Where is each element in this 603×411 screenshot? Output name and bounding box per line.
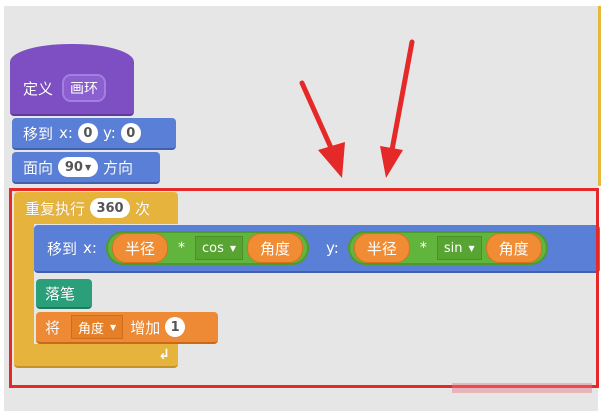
- repeat-block-bottom: ↲: [14, 344, 178, 368]
- chevron-down-icon: ▼: [468, 243, 475, 253]
- goto-xy-block[interactable]: 移到 x: 0 y: 0: [12, 118, 176, 150]
- point-label: 面向: [23, 158, 54, 177]
- variable-name: 角度: [78, 321, 105, 337]
- x-label: x:: [59, 124, 73, 142]
- pen-down-label: 落笔: [45, 284, 76, 303]
- multiply-sign: *: [419, 240, 427, 256]
- point-direction-block[interactable]: 面向 90▼ 方向: [12, 152, 160, 184]
- arrow-icon: [299, 80, 345, 178]
- pen-down-block[interactable]: 落笔: [36, 279, 92, 309]
- x-multiply-operator[interactable]: 半径 * cos ▼ 角度: [105, 231, 310, 265]
- x-label: x:: [83, 239, 97, 257]
- change-by-label: 增加: [130, 318, 161, 337]
- loop-arrow-icon: ↲: [158, 347, 170, 363]
- variable-dropdown[interactable]: 角度 ▼: [71, 315, 124, 339]
- multiply-sign: *: [177, 240, 185, 256]
- repeat-suffix: 次: [135, 199, 151, 218]
- change-amount-input[interactable]: 1: [165, 317, 186, 337]
- function-name: sin: [443, 240, 463, 256]
- y-label: y:: [326, 239, 339, 257]
- goto-label: 移到: [23, 124, 54, 143]
- angle-variable[interactable]: 角度: [247, 233, 304, 263]
- math-function-dropdown[interactable]: sin ▼: [436, 236, 482, 260]
- watermark: [452, 383, 592, 393]
- function-name: cos: [201, 240, 224, 256]
- repeat-label: 重复执行: [25, 199, 86, 218]
- y-multiply-operator[interactable]: 半径 * sin ▼ 角度: [347, 231, 548, 265]
- repeat-count-input[interactable]: 360: [90, 198, 131, 218]
- direction-value: 90: [64, 159, 83, 175]
- arrow-icon: [380, 39, 415, 178]
- radius-variable[interactable]: 半径: [111, 233, 168, 263]
- x-input[interactable]: 0: [77, 123, 98, 143]
- chevron-down-icon: ▼: [229, 243, 236, 253]
- procedure-name[interactable]: 画环: [62, 74, 107, 102]
- repeat-block[interactable]: 重复执行 360 次: [14, 192, 178, 224]
- repeat-arm: [14, 224, 34, 346]
- direction-suffix: 方向: [103, 158, 134, 177]
- chevron-down-icon: ▼: [84, 162, 92, 172]
- change-variable-block[interactable]: 将 角度 ▼ 增加 1: [36, 312, 218, 344]
- adjacent-block-edge: [598, 6, 601, 186]
- direction-input[interactable]: 90▼: [58, 157, 99, 177]
- math-function-dropdown[interactable]: cos ▼: [194, 236, 243, 260]
- highlight-box: [9, 188, 599, 388]
- y-label: y:: [102, 124, 116, 142]
- goto-label: 移到: [47, 239, 78, 258]
- chevron-down-icon: ▼: [110, 322, 117, 332]
- set-label: 将: [45, 318, 61, 337]
- y-input[interactable]: 0: [120, 123, 141, 143]
- define-label: 定义: [23, 79, 54, 98]
- define-block[interactable]: 定义 画环: [10, 44, 134, 116]
- goto-xy-expr-block[interactable]: 移到 x: 半径 * cos ▼ 角度 y: 半径 * sin ▼ 角度: [34, 225, 600, 273]
- radius-variable[interactable]: 半径: [353, 233, 410, 263]
- angle-variable[interactable]: 角度: [485, 233, 542, 263]
